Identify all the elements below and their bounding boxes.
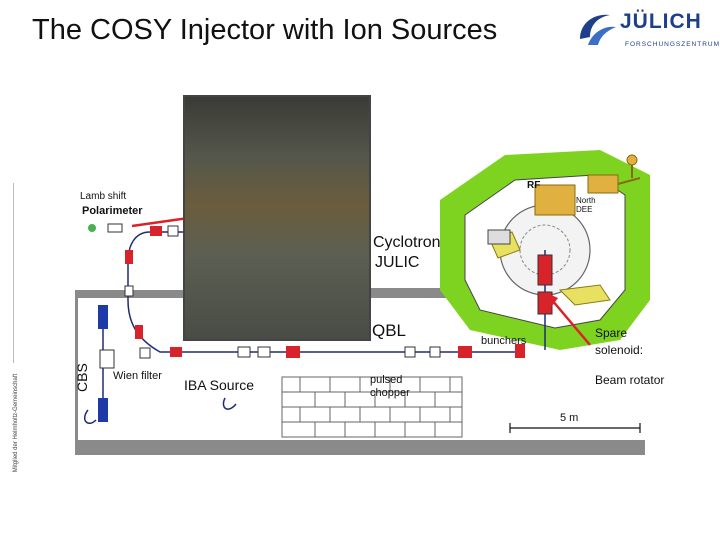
label-scale: 5 m	[560, 412, 579, 424]
polarimeter-marker	[88, 224, 96, 232]
label-polarimeter: Polarimeter	[82, 205, 143, 217]
wall-upper-right	[370, 288, 470, 298]
label-iba-source: IBA Source	[184, 377, 255, 393]
cbs-source-arrow-icon	[84, 409, 97, 424]
julich-logo	[580, 14, 616, 45]
label-spare-solenoid: Spare solenoid:	[595, 326, 644, 357]
wall-bottom	[75, 440, 645, 455]
logo-subtitle: FORSCHUNGSZENTRUM	[625, 41, 720, 48]
magnet-left-upper	[98, 305, 108, 329]
label-beam-rotator: Beam rotator	[595, 373, 665, 387]
wall-left	[75, 298, 78, 440]
equipment-photo	[183, 95, 371, 341]
shielding-blocks	[281, 376, 463, 438]
spare-solenoid-magnet	[537, 254, 553, 286]
logo-swoosh-icon	[580, 14, 616, 45]
label-lamb-shift: Lamb shift	[80, 191, 127, 202]
label-pulsed-chopper: pulsed chopper	[370, 374, 410, 399]
iba-source-arrow-icon	[222, 397, 237, 410]
label-north-dee: North DEE	[576, 196, 596, 214]
logo-wordmark: JÜLICH	[620, 10, 702, 33]
label-bunchers: bunchers	[481, 335, 527, 347]
label-qbl: QBL	[372, 321, 407, 340]
label-cyclotron: Cyclotron	[373, 234, 441, 251]
slide-title: The COSY Injector with Ion Sources	[32, 14, 498, 46]
rf-cavity	[534, 184, 576, 216]
label-wien-filter: Wien filter	[113, 370, 162, 382]
label-cbs: CBS	[74, 363, 90, 392]
label-julic: JULIC	[375, 254, 420, 271]
side-divider	[13, 183, 14, 363]
gear-icon	[626, 154, 638, 166]
label-rf: RF	[527, 180, 541, 191]
beamline-elements	[88, 223, 553, 422]
scale-bar	[509, 423, 641, 433]
magnet-left-lower	[98, 398, 108, 422]
spare-solenoid-arrow	[551, 299, 591, 346]
